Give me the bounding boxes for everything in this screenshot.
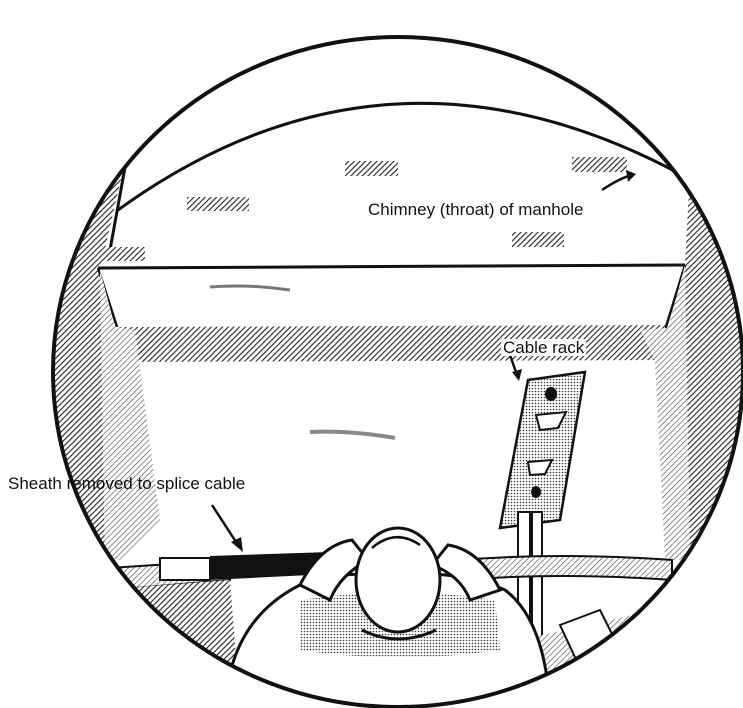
brick: [345, 161, 398, 176]
sheath-label: Sheath removed to splice cable: [8, 475, 245, 492]
hard-hat: [356, 528, 440, 632]
cable-rack-label: Cable rack: [501, 339, 586, 356]
brick: [187, 197, 249, 211]
spliced-section: [160, 558, 210, 580]
rack-hole: [545, 387, 557, 401]
brick: [572, 157, 627, 172]
chimney-label: Chimney (throat) of manhole: [368, 201, 583, 218]
brick: [512, 232, 564, 247]
floor-shading: [80, 580, 240, 708]
right-wall-shading: [685, 170, 743, 560]
rack-hole: [531, 486, 541, 498]
brick: [97, 247, 145, 261]
